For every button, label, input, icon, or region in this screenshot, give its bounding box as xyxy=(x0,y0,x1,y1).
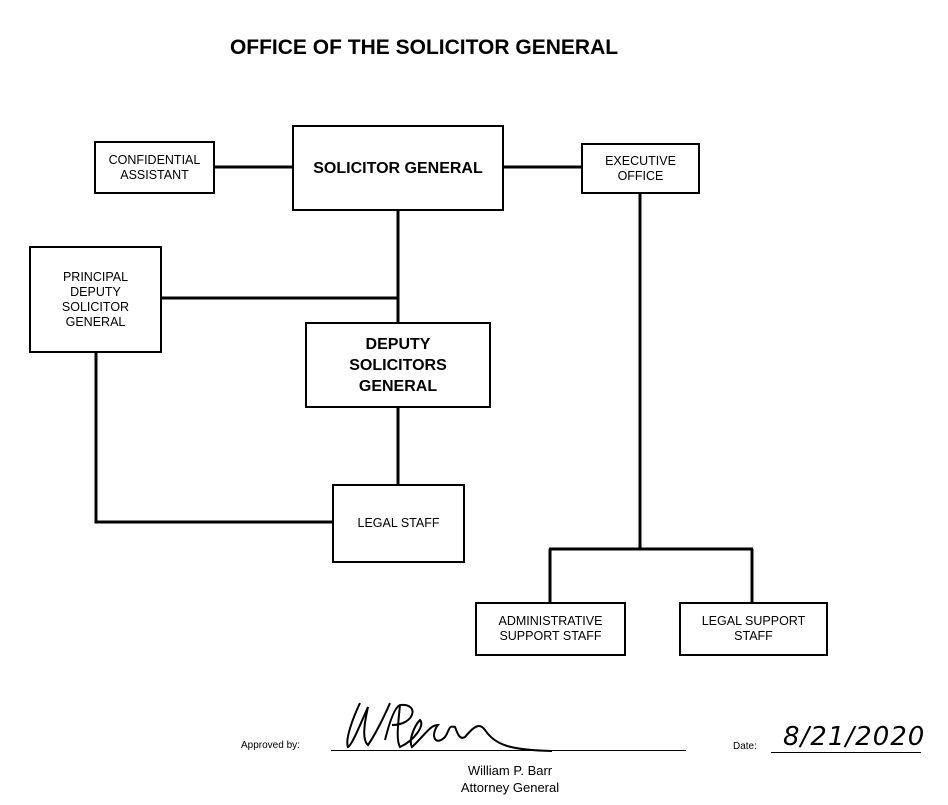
box-legal-support-staff: LEGAL SUPPORT STAFF xyxy=(679,602,828,656)
page-title: OFFICE OF THE SOLICITOR GENERAL xyxy=(229,36,619,59)
box-solicitor-general: SOLICITOR GENERAL xyxy=(292,125,504,211)
approver-name: William P. Barr xyxy=(467,763,553,778)
date-line xyxy=(771,752,921,753)
box-legal-staff: LEGAL STAFF xyxy=(332,484,465,563)
box-confidential-assistant: CONFIDENTIAL ASSISTANT xyxy=(94,141,215,194)
date-label: Date: xyxy=(733,741,757,752)
approved-by-label: Approved by: xyxy=(241,740,300,751)
box-administrative-support-staff: ADMINISTRATIVE SUPPORT STAFF xyxy=(475,602,626,656)
line-pdsg-legal xyxy=(94,352,332,524)
approver-position: Attorney General xyxy=(460,780,560,795)
signature-line xyxy=(331,750,686,751)
approval-date: 8/21/2020 xyxy=(783,722,926,752)
box-executive-office: EXECUTIVE OFFICE xyxy=(581,143,700,194)
signature xyxy=(346,702,553,752)
box-principal-deputy-solicitor-general: PRINCIPAL DEPUTY SOLICITOR GENERAL xyxy=(29,246,162,353)
box-deputy-solicitors-general: DEPUTY SOLICITORS GENERAL xyxy=(305,322,491,408)
